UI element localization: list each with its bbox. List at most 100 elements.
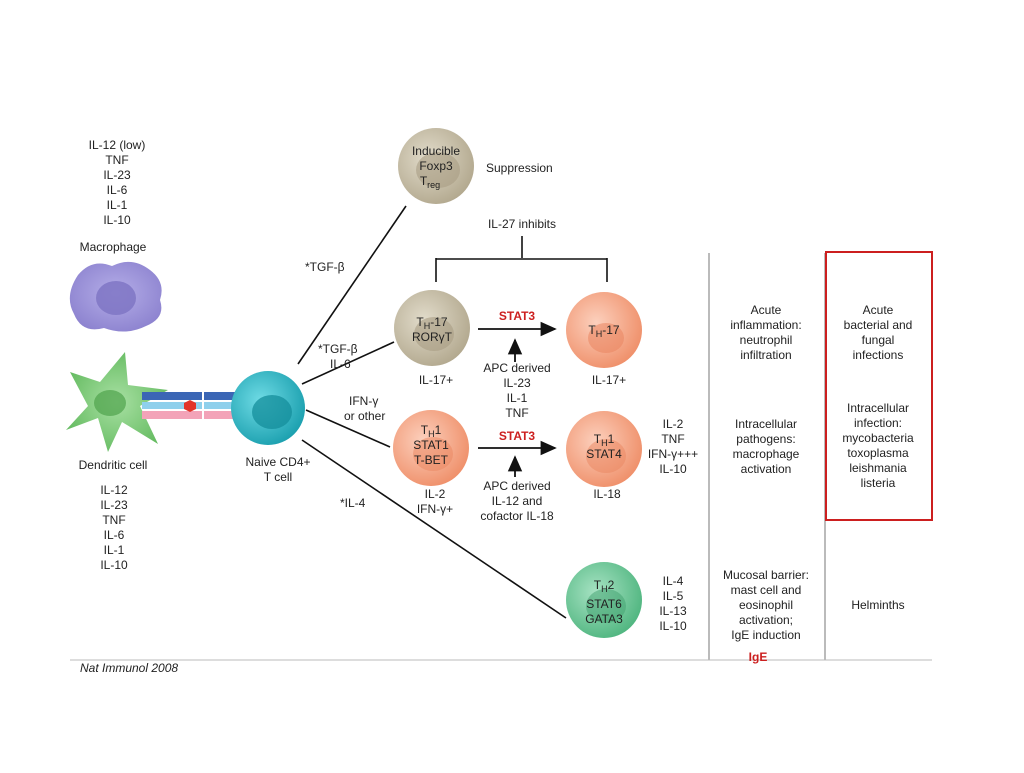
th1-cytokine: IL-10 [659,462,687,476]
th1-early-product: IL-2 [425,487,446,501]
th1-late-cell-icon [566,411,642,487]
apc-th17-line: IL-23 [503,376,531,390]
macrophage-label: Macrophage [80,240,147,254]
apc-th1-line: APC derived [483,479,550,493]
dendritic-cytokine: IL-6 [104,528,125,542]
th1-cytokine: IL-2 [663,417,684,431]
line-to-th17 [301,341,395,385]
th1-early-tf: T-BET [414,453,449,467]
function-line: eosinophil [739,598,793,612]
naive-t-cell-label: Naive CD4+ [245,455,310,469]
edge-label-il4: *IL-4 [340,496,366,510]
il27-bracket [435,236,608,282]
dendritic-cytokine-list: IL-12 IL-23 TNF IL-6 IL-1 IL-10 [100,483,128,572]
function-line: activation; [739,613,793,627]
function-line: pathogens: [736,432,795,446]
differentiation-lines [297,205,567,619]
function-line: Intracellular [735,417,797,431]
naive-t-cell-icon [231,371,305,445]
th17-late-cell-icon [566,292,642,368]
apc-th17-line: TNF [505,406,528,420]
disease-line: bacterial and [844,318,913,332]
highlight-box [825,251,933,521]
th1-cytokine: IFN-γ+++ [648,447,698,461]
dendritic-cytokine: IL-12 [100,483,128,497]
th2-label: TH2 [594,578,615,594]
disease-line: mycobacteria [842,431,914,445]
th2-cytokines: IL-4 IL-5 IL-13 IL-10 [659,574,687,633]
treg-label: Foxp3 [419,159,453,173]
dendritic-cell-label: Dendritic cell [79,458,148,472]
macrophage-cytokine: IL-12 (low) [89,138,146,152]
th17-early-product: IL-17+ [419,373,453,387]
th17-late-label: TH-17 [588,323,620,339]
function-line: IgE induction [731,628,800,642]
th2-cell-icon [566,562,642,638]
disease-line: infection: [854,416,902,430]
disease-line: toxoplasma [847,446,909,460]
disease-line: Intracellular [847,401,909,415]
function-line: Acute [751,303,782,317]
line-to-th2 [301,439,567,619]
dendritic-cell-icon [66,352,168,452]
th17-late-product: IL-17+ [592,373,626,387]
macrophage-cytokine: IL-23 [103,168,131,182]
th1-early-tf: STAT1 [413,438,449,452]
th2-cytokine: IL-13 [659,604,687,618]
edge-label-tgfb-il6: *TGF-β [318,342,358,356]
treg-cell-icon [398,128,474,204]
function-line: inflammation: [730,318,801,332]
function-th17: Acute inflammation: neutrophil infiltrat… [730,303,801,362]
apc-th1-line: cofactor IL-18 [480,509,554,523]
apc-th17-line: IL-1 [507,391,528,405]
ige-label: IgE [749,650,768,664]
th1-late-tf: STAT4 [586,447,622,461]
th1-early-product: IFN-γ+ [417,502,453,516]
edge-label-tgfb-il6: IL-6 [330,357,351,371]
apc-th1-line: IL-12 and [492,494,543,508]
th2-cytokine: IL-4 [663,574,684,588]
macrophage-cytokine: IL-1 [107,198,128,212]
stat3-label: STAT3 [499,309,536,323]
th1-late-cytokines: IL-2 TNF IFN-γ+++ IL-10 [648,417,698,476]
naive-t-cell-label: T cell [264,470,292,484]
disease-line: fungal [862,333,895,347]
apc-th17-inputs: APC derived IL-23 IL-1 TNF [483,361,550,420]
th17-early-label: TH-17 [416,315,448,331]
function-th1: Intracellular pathogens: macrophage acti… [733,417,800,476]
dendritic-cytokine: IL-10 [100,558,128,572]
disease-th1: Intracellular infection: mycobacteria to… [842,401,914,490]
disease-line: Acute [863,303,894,317]
disease-line: infections [853,348,904,362]
function-line: mast cell and [731,583,802,597]
dendritic-cytokine: TNF [102,513,125,527]
macrophage-cytokine: IL-10 [103,213,131,227]
th1-early-label: TH1 [421,423,442,439]
line-to-th1 [305,409,391,448]
line-to-treg [297,205,407,365]
citation: Nat Immunol 2008 [80,661,178,675]
edge-label-ifng: or other [344,409,385,423]
stat3-label: STAT3 [499,429,536,443]
treg-label: Treg [420,174,440,190]
function-th2: Mucosal barrier: mast cell and eosinophi… [723,568,809,642]
disease-line: listeria [861,476,896,490]
edge-label-tgfb: *TGF-β [305,260,345,274]
th1-cytokine: TNF [661,432,684,446]
treg-function: Suppression [486,161,553,175]
macrophage-cytokine: TNF [105,153,128,167]
disease-th2: Helminths [851,598,904,612]
edge-label-ifng: IFN-γ [349,394,378,408]
macrophage-cell-icon [69,261,162,332]
disease-th17: Acute bacterial and fungal infections [844,303,913,362]
function-line: neutrophil [740,333,793,347]
th2-cytokine: IL-10 [659,619,687,633]
receptor-bands [142,392,244,419]
apc-th1-inputs: APC derived IL-12 and cofactor IL-18 [480,479,554,523]
th1-late-label: TH1 [594,432,615,448]
th17-early-tf: RORγT [412,330,453,344]
function-line: Mucosal barrier: [723,568,809,582]
disease-line: leishmania [849,461,907,475]
